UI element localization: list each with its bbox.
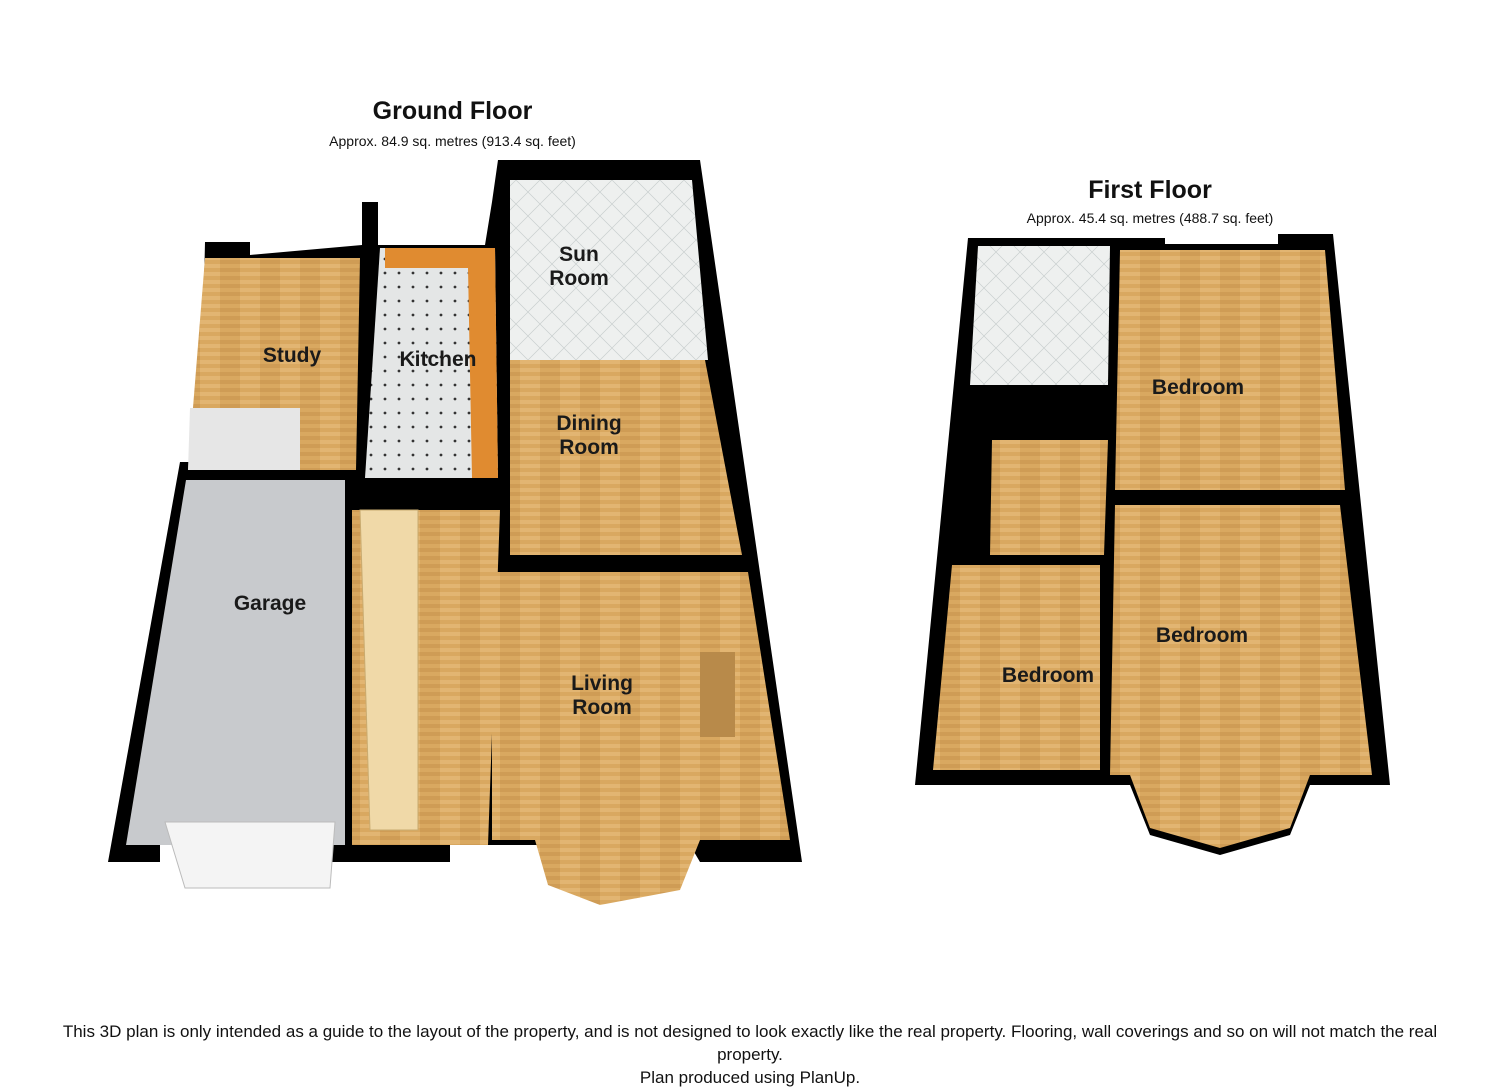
first-floor-title: First Floor [1088,176,1212,204]
stairs [359,509,419,831]
room-label-bedroom-top: Bedroom [1152,376,1244,399]
room-label-study: Study [263,344,322,367]
first-floor-area: Approx. 45.4 sq. metres (488.7 sq. feet) [1026,210,1274,226]
bedroom-large-floor [1110,505,1372,848]
room-label-bedroom-small: Bedroom [1002,664,1094,687]
room-label-dining-room-2: Room [559,436,619,459]
study-wc [188,408,300,470]
disclaimer-text: This 3D plan is only intended as a guide… [62,1022,1438,1064]
room-label-living-room-2: Room [572,696,632,719]
first-floor-plan: Bedroom Bedroom Bedroom [915,234,1390,855]
room-label-living-room-1: Living [571,672,633,695]
room-label-dining-room-1: Dining [556,412,621,435]
room-label-garage: Garage [234,592,306,615]
dining-room-floor [510,360,742,555]
garage-floor [126,480,345,845]
footer: This 3D plan is only intended as a guide… [0,1020,1500,1089]
bedroom-top-floor [1115,250,1345,490]
room-label-kitchen: Kitchen [399,348,476,371]
bathroom-floor [970,246,1110,385]
credit-text: Plan produced using PlanUp. [639,1068,861,1087]
landing-floor [990,440,1108,555]
fireplace [700,652,735,737]
ground-floor-plan: Study Kitchen Sun Room Dining Room Garag… [108,160,802,905]
ground-floor-area: Approx. 84.9 sq. metres (913.4 sq. feet) [329,133,576,149]
sun-room-floor [510,180,708,360]
kitchen-counter [385,248,498,478]
kitchen-floor [365,248,498,478]
garage-door [164,821,336,889]
room-label-sun-room-2: Room [549,267,609,290]
ground-floor-title: Ground Floor [372,97,533,125]
bedroom-small-floor [933,565,1100,770]
room-label-bedroom-large: Bedroom [1156,624,1248,647]
room-label-sun-room-1: Sun [559,243,599,266]
